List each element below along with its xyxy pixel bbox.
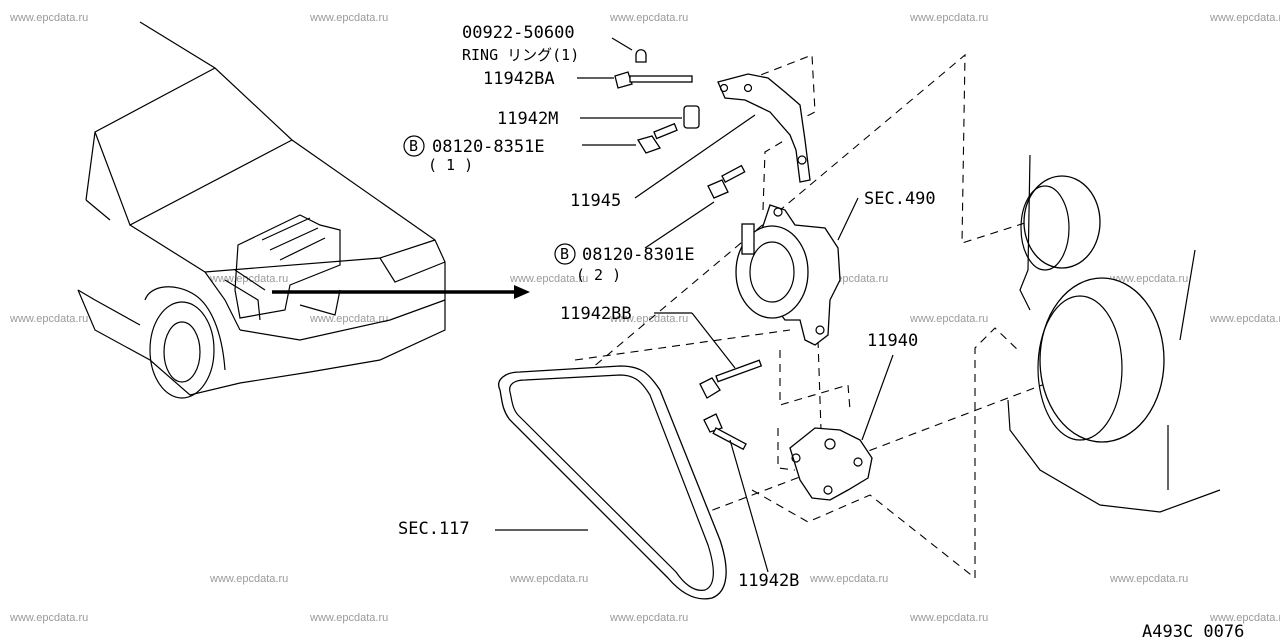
watermark: www.epcdata.ru bbox=[909, 313, 988, 325]
figure-code: A493C 0076 bbox=[1142, 622, 1244, 640]
assembly-dashed-lines bbox=[541, 53, 1096, 580]
watermark: www.epcdata.ru bbox=[509, 573, 588, 585]
bolt-8301-qty: ( 2 ) bbox=[576, 266, 621, 284]
sec117-label: SEC.117 bbox=[398, 519, 470, 539]
ring-name: RING リング(1) bbox=[462, 46, 579, 64]
bracket-11940-label: 11940 bbox=[867, 331, 918, 351]
car-sketch bbox=[77, 21, 446, 399]
drive-belt bbox=[498, 365, 727, 600]
watermark: www.epcdata.ru bbox=[609, 313, 688, 325]
labels: 00922-50600 RING リング(1) 11942BA 11942M B… bbox=[398, 23, 1244, 640]
bolt-8301-symbol-circle bbox=[554, 243, 576, 265]
watermark: www.epcdata.ru bbox=[1209, 313, 1280, 325]
bolt-ba-label: 11942BA bbox=[483, 69, 555, 89]
watermark: www.epcdata.ru bbox=[309, 313, 388, 325]
watermark: www.epcdata.ru bbox=[1209, 12, 1280, 24]
ring-part-number: 00922-50600 bbox=[462, 23, 575, 43]
bolt-8351-label: 08120-8351E bbox=[432, 137, 545, 157]
sec490-label: SEC.490 bbox=[864, 189, 936, 209]
watermark-layer: www.epcdata.ru www.epcdata.ru www.epcdat… bbox=[9, 12, 1280, 624]
bolt-8351-symbol: B bbox=[409, 137, 418, 155]
watermark: www.epcdata.ru bbox=[1209, 612, 1280, 624]
leader-lines bbox=[495, 37, 894, 573]
watermark: www.epcdata.ru bbox=[609, 12, 688, 24]
ring-00922 bbox=[635, 49, 647, 63]
bracket-11945-label: 11945 bbox=[570, 191, 621, 211]
bracket-11940 bbox=[789, 427, 873, 501]
watermark: www.epcdata.ru bbox=[9, 12, 88, 24]
watermark: www.epcdata.ru bbox=[1109, 573, 1188, 585]
watermark: www.epcdata.ru bbox=[9, 612, 88, 624]
watermark: www.epcdata.ru bbox=[909, 612, 988, 624]
bolt-11942b bbox=[703, 413, 747, 451]
engine-pulleys bbox=[1007, 154, 1221, 513]
nut-m-label: 11942M bbox=[497, 109, 558, 129]
watermark: www.epcdata.ru bbox=[1109, 273, 1188, 285]
watermark: www.epcdata.ru bbox=[309, 12, 388, 24]
location-arrow bbox=[272, 285, 530, 299]
watermark: www.epcdata.ru bbox=[509, 273, 588, 285]
watermark: www.epcdata.ru bbox=[609, 612, 688, 624]
pump-sec490 bbox=[735, 204, 841, 346]
nut-11942m bbox=[683, 105, 700, 129]
bolt-b-label: 11942B bbox=[738, 571, 799, 591]
bolt-8301-label: 08120-8301E bbox=[582, 245, 695, 265]
bolt-08120-8351e bbox=[636, 122, 678, 154]
bolt-11942ba bbox=[614, 71, 693, 89]
bolt-bb-label: 11942BB bbox=[560, 304, 632, 324]
watermark: www.epcdata.ru bbox=[809, 573, 888, 585]
bolt-08120-8301e bbox=[707, 164, 746, 199]
bolt-8301-symbol: B bbox=[560, 245, 569, 263]
bolt-11942bb bbox=[699, 359, 763, 399]
bolt-8351-qty: ( 1 ) bbox=[428, 156, 473, 174]
bracket-11945 bbox=[717, 73, 811, 183]
watermark: www.epcdata.ru bbox=[9, 313, 88, 325]
watermark: www.epcdata.ru bbox=[209, 573, 288, 585]
bolt-8351-symbol-circle bbox=[403, 135, 425, 157]
watermark: www.epcdata.ru bbox=[309, 612, 388, 624]
watermark: www.epcdata.ru bbox=[909, 12, 988, 24]
